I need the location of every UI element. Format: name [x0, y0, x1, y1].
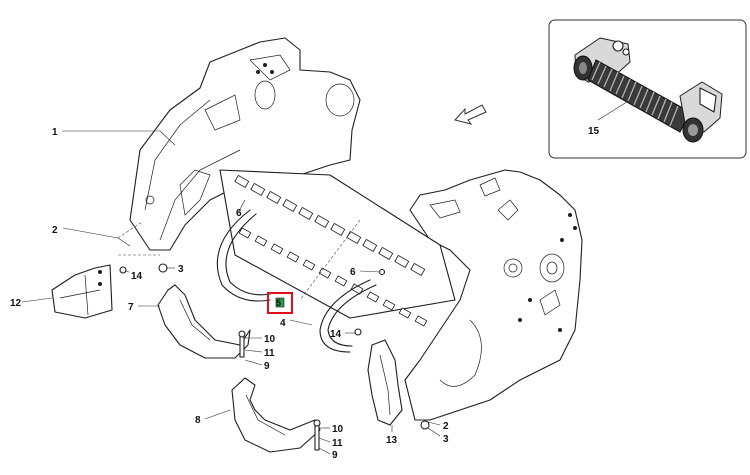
callout-1: 1	[52, 127, 58, 138]
bolt-stack-upper	[238, 330, 246, 358]
callout-2-left: 2	[52, 225, 58, 236]
bolt-stack-lower	[313, 419, 321, 451]
part-8-guard	[231, 377, 321, 453]
right-side-frame	[404, 169, 583, 421]
roller-assembly-image	[573, 37, 723, 143]
callout-14-right: 14	[330, 329, 342, 340]
washer-3-left	[158, 263, 168, 273]
direction-arrow-icon	[454, 104, 487, 125]
callout-6-left: 6	[236, 208, 242, 219]
callout-4: 4	[280, 318, 286, 329]
part-12-cover	[51, 264, 113, 319]
callout-11-upper: 11	[264, 348, 275, 359]
callout-6-right: 6	[350, 267, 356, 278]
inset-panel: 15	[548, 19, 747, 159]
callout-labels: 1 2 2 3 3 4 5 6 6 7 8 9 9 10 10 11 11 12…	[10, 127, 449, 461]
callout-15: 15	[588, 126, 600, 137]
callout-2-right: 2	[443, 421, 449, 432]
screw-14-right	[354, 328, 362, 336]
clip-6-right	[378, 268, 386, 276]
callout-9-upper: 9	[264, 361, 270, 372]
roller-body	[219, 169, 456, 327]
callout-9-lower: 9	[332, 450, 338, 461]
callout-3-left: 3	[178, 264, 184, 275]
assembly-guide-lines	[117, 219, 361, 301]
callout-3-right: 3	[443, 434, 449, 445]
callout-12: 12	[10, 298, 22, 309]
callout-13: 13	[386, 435, 398, 446]
highlighted-part-5	[267, 292, 293, 314]
callout-5: 5	[276, 298, 281, 308]
slats	[234, 174, 428, 327]
callout-7: 7	[128, 302, 134, 313]
screw-14-left	[119, 266, 127, 274]
callout-10-upper: 10	[264, 334, 276, 345]
callout-11-lower: 11	[332, 438, 343, 449]
washer-3-right	[420, 420, 430, 430]
callout-10-lower: 10	[332, 424, 344, 435]
leader-lines	[21, 130, 441, 455]
callout-14-left: 14	[131, 271, 143, 282]
left-side-frame	[129, 37, 361, 251]
part-7-guard	[157, 284, 251, 359]
callout-8: 8	[195, 415, 201, 426]
part-13-plate	[367, 339, 403, 426]
chain-loops	[216, 209, 377, 353]
